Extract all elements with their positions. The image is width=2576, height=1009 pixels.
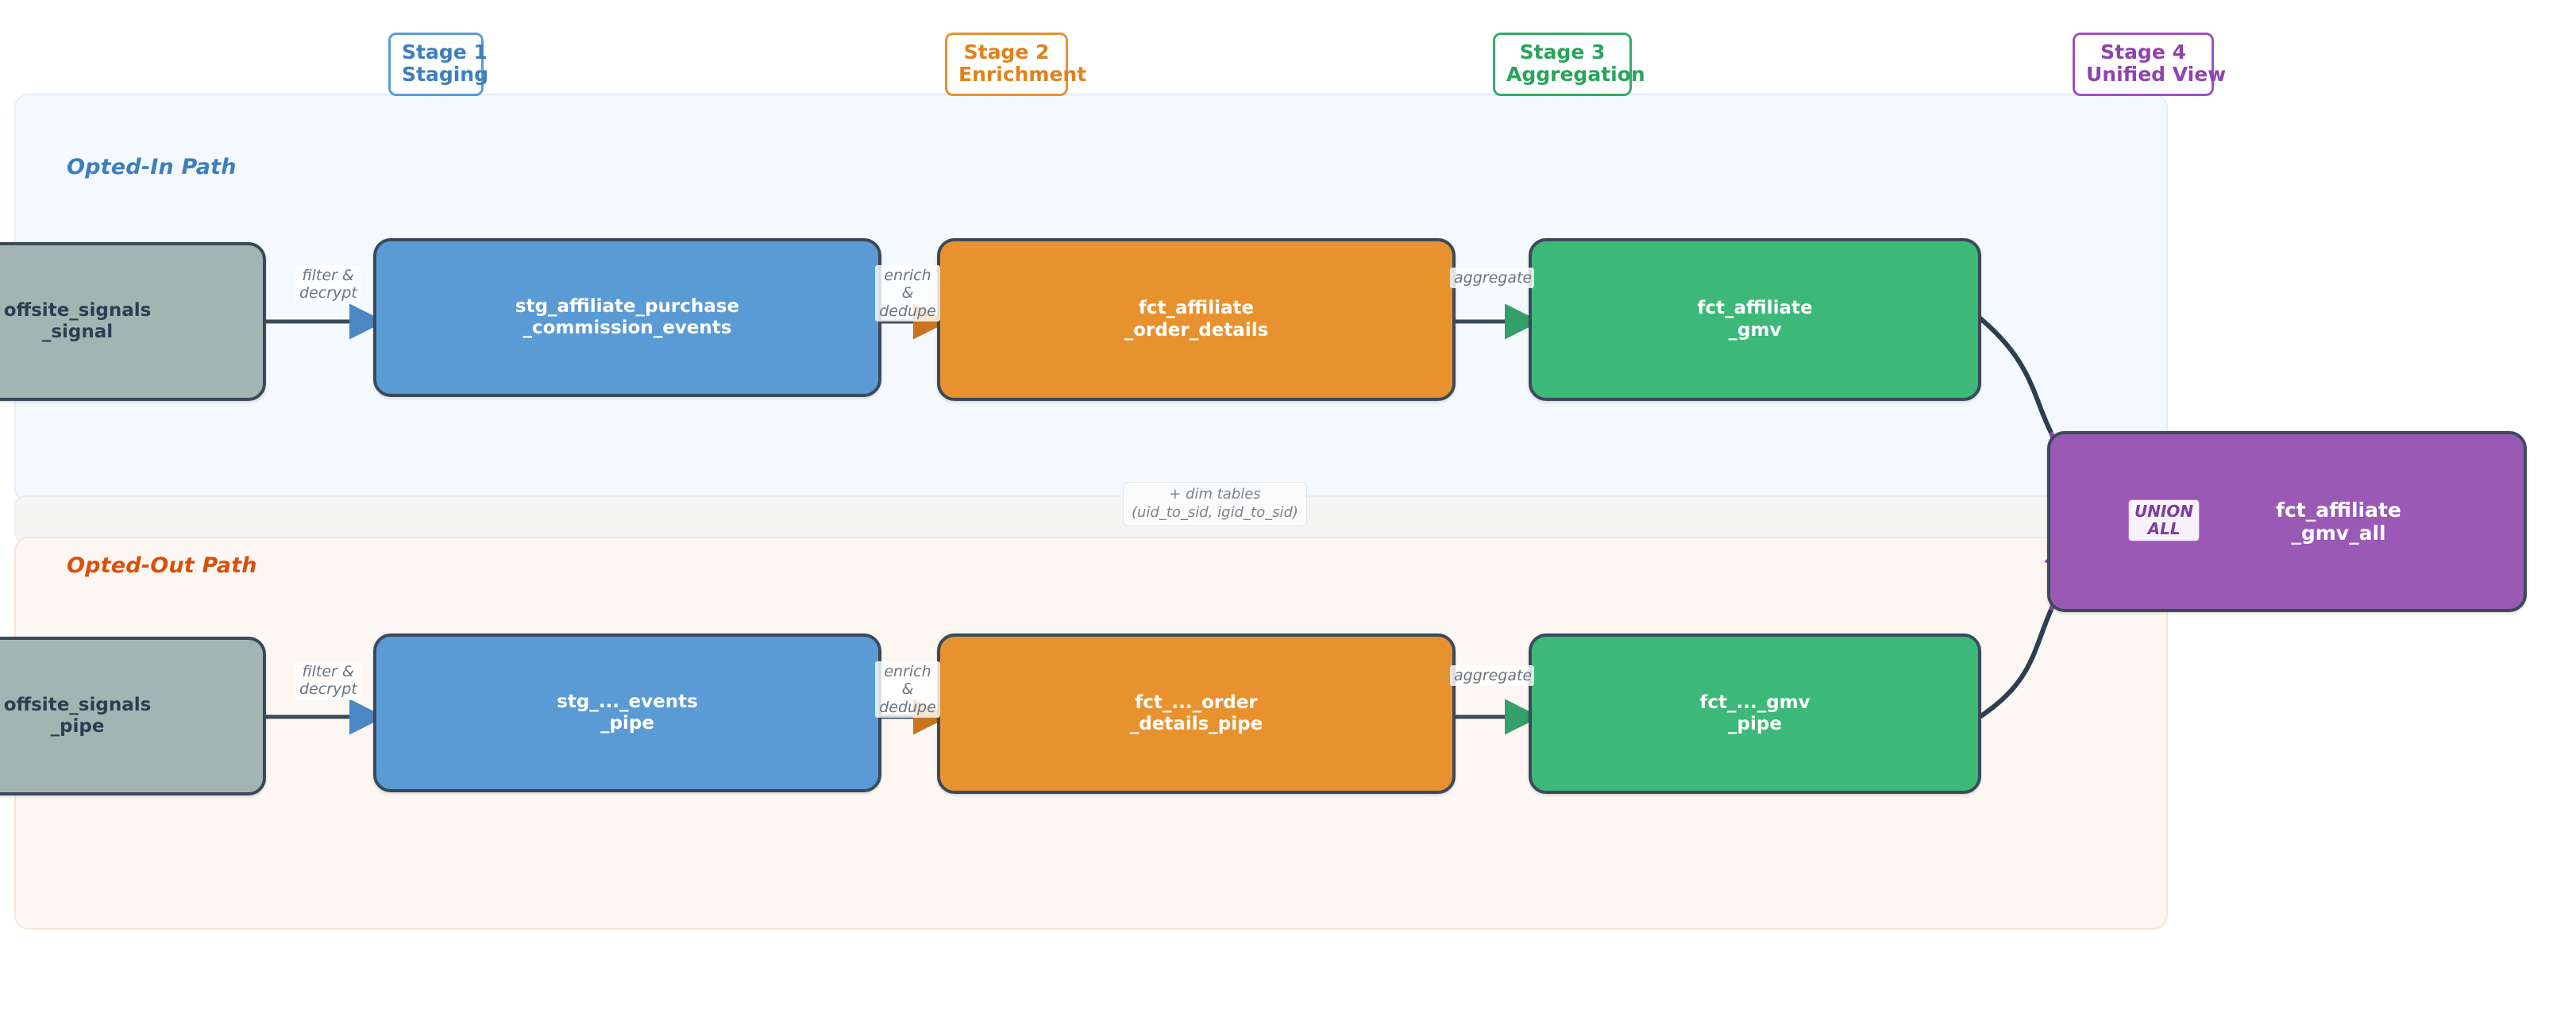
node-fct-gmv-pipe[interactable]: fct_..._gmv _pipe (1529, 634, 1981, 794)
node-offsite-signals-signal[interactable]: offsite_signals _signal (0, 242, 266, 401)
stage-chip-aggregation[interactable]: Stage 3 Aggregation (1493, 33, 1645, 96)
node-fct-affiliate-gmv-all[interactable]: fct_affiliate _gmv_all (2047, 431, 2527, 612)
node-offsite-signals-pipe[interactable]: offsite_signals _pipe (0, 637, 266, 795)
dim-tables-note: + dim tables (uid_to_sid, igid_to_sid) (1123, 482, 1307, 526)
edge-label-in-enrich-dedupe: enrich & dedupe (875, 265, 940, 322)
edge-label-out-aggregate: aggregate (1450, 665, 1534, 687)
node-fct-affiliate-order-details[interactable]: fct_affiliate _order_details (937, 238, 1456, 401)
edge-label-in-filter-decrypt: filter & decrypt (295, 265, 361, 304)
stage-chip-enrichment[interactable]: Stage 2 Enrichment (945, 33, 1086, 96)
edge-label-out-filter-decrypt: filter & decrypt (295, 661, 361, 700)
node-fct-affiliate-gmv[interactable]: fct_affiliate _gmv (1529, 238, 1981, 401)
edge-label-in-aggregate: aggregate (1450, 268, 1534, 289)
lane-title-opted-in: Opted-In Path (67, 155, 237, 179)
union-all-badge: UNION ALL (2128, 499, 2200, 541)
stage-chip-staging[interactable]: Stage 1 Staging (388, 33, 488, 96)
lane-title-opted-out: Opted-Out Path (67, 553, 257, 578)
lane-divider-band (14, 495, 2168, 543)
stage-chip-unified-view[interactable]: Stage 4 Unified View (2073, 33, 2226, 96)
edge-label-out-enrich-dedupe: enrich & dedupe (875, 661, 940, 718)
node-stg-events-pipe[interactable]: stg_..._events _pipe (373, 634, 881, 792)
node-fct-order-details-pipe[interactable]: fct_..._order _details_pipe (937, 634, 1456, 794)
node-stg-affiliate-purchase-commission-events[interactable]: stg_affiliate_purchase _commission_event… (373, 238, 881, 397)
